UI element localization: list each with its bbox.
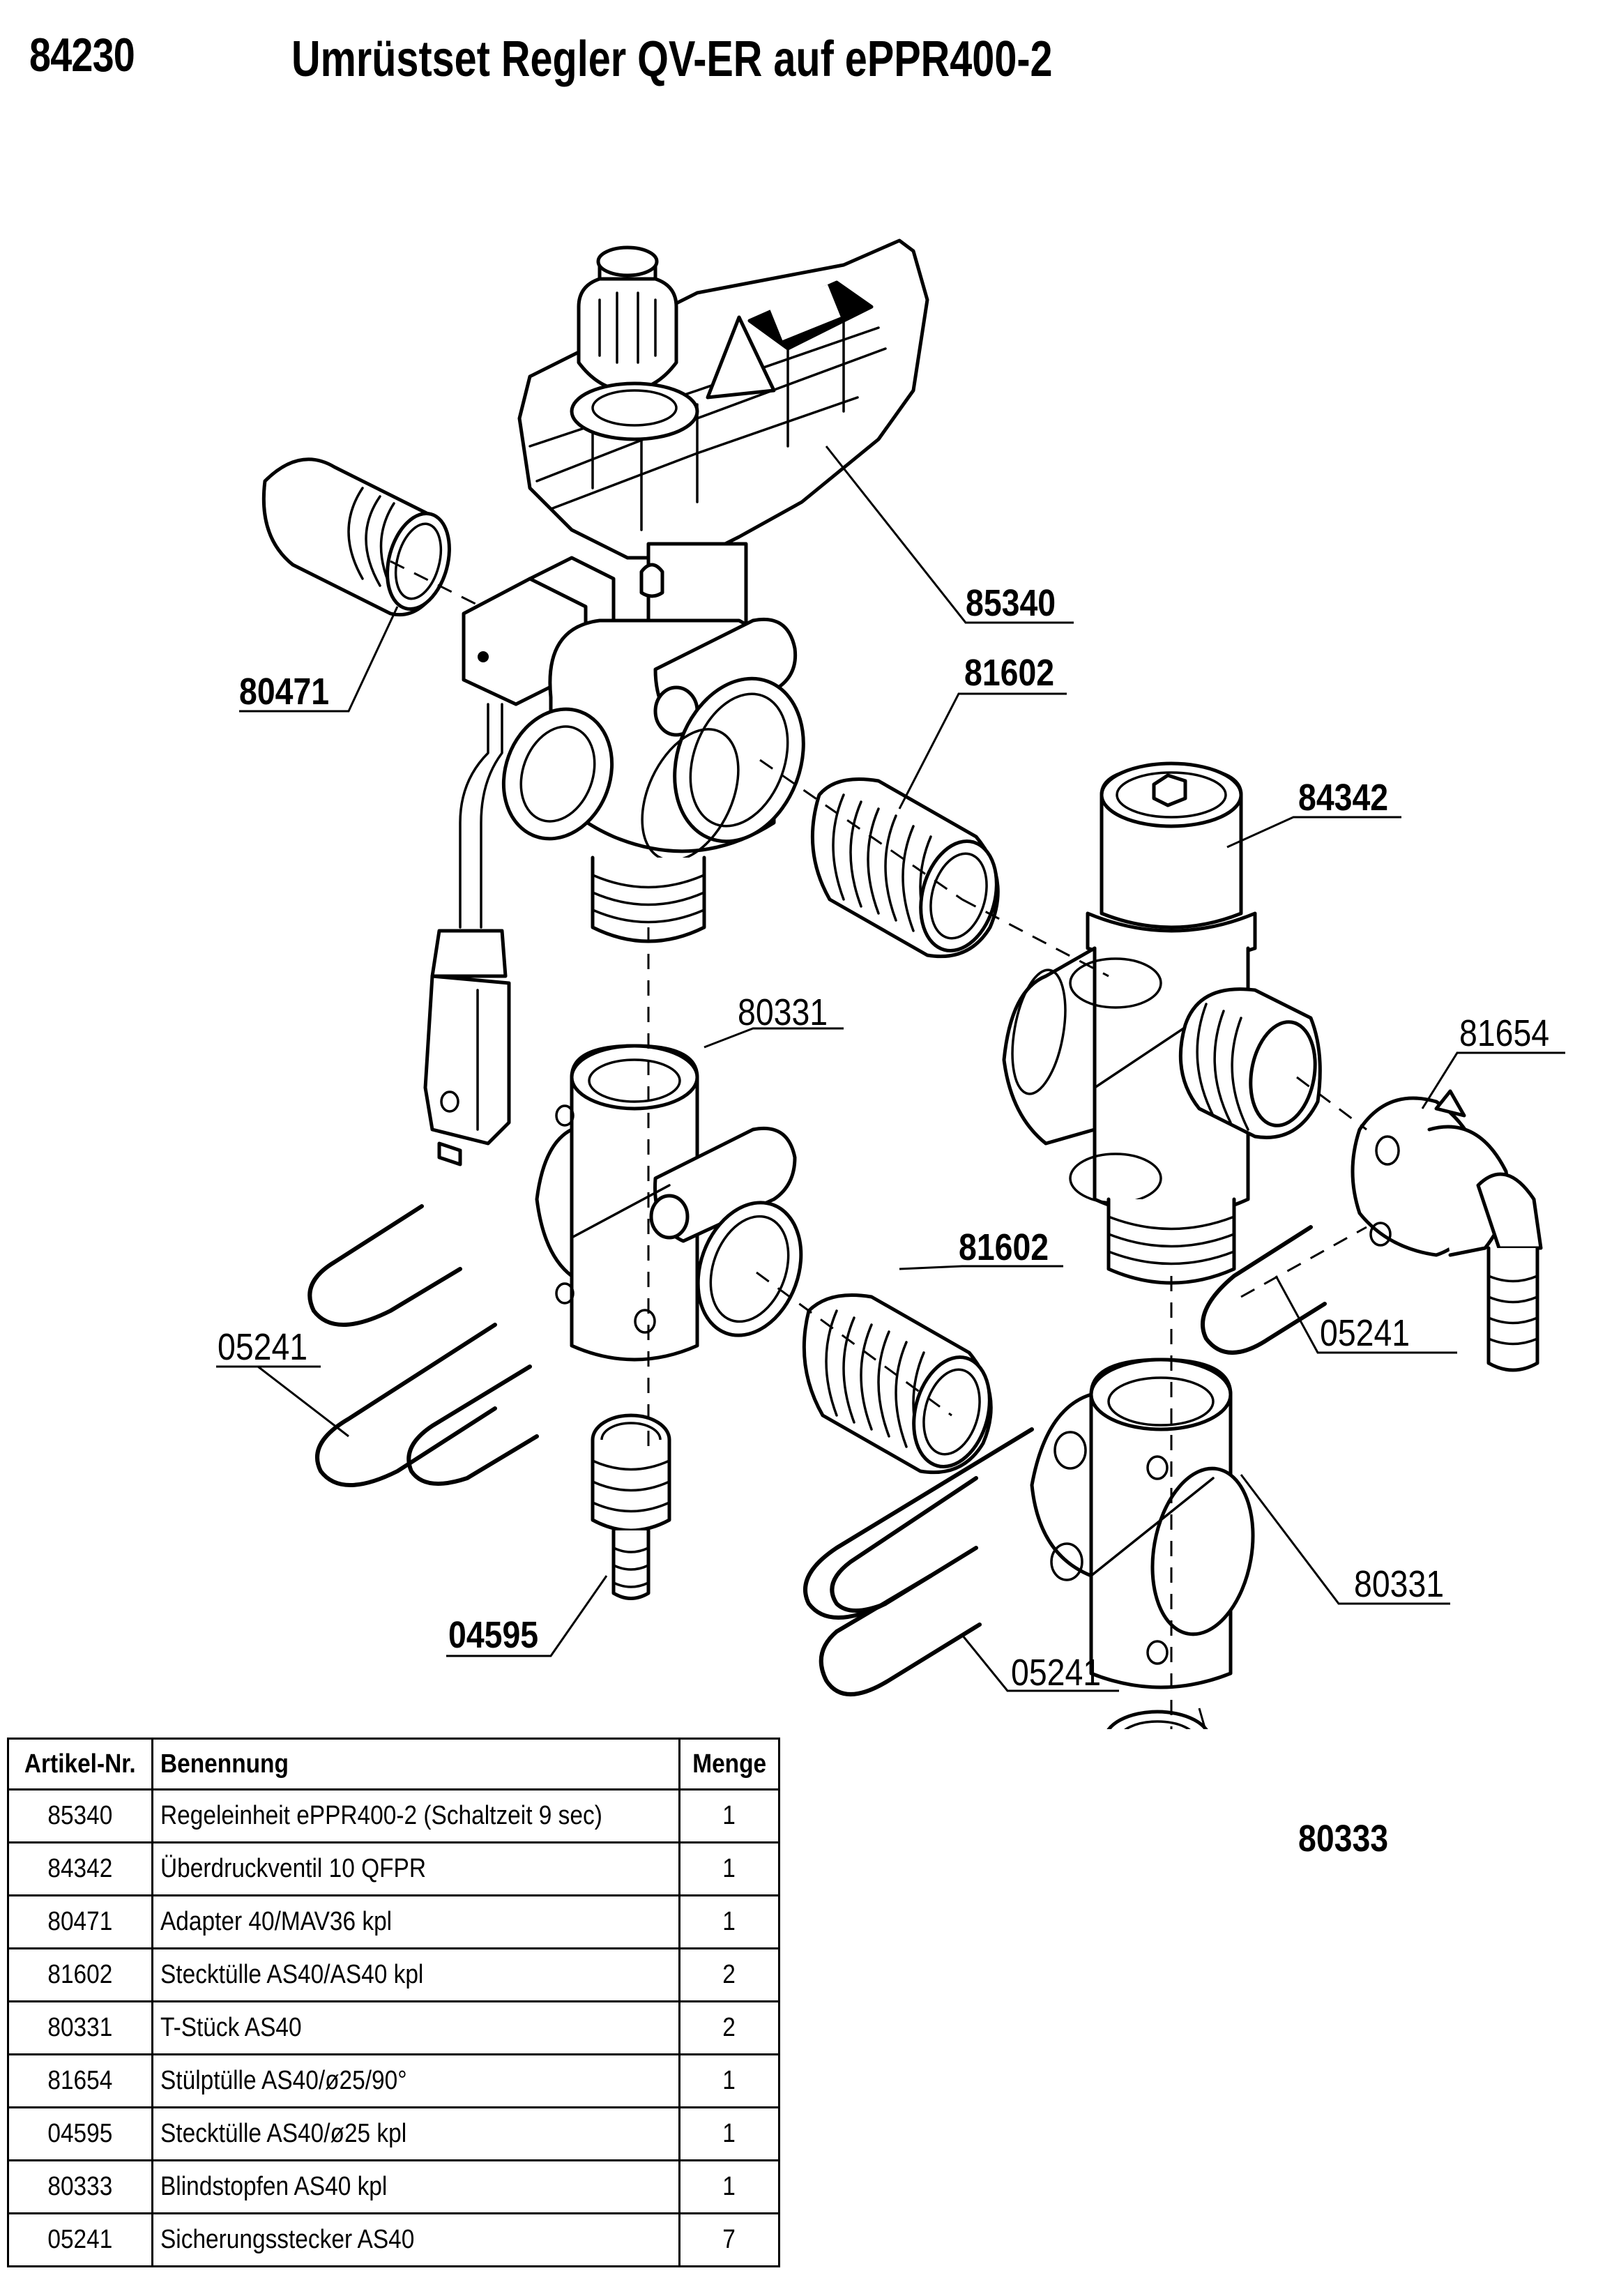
- column-header-description: Benennung: [151, 1738, 680, 1791]
- cell-article-no: 80331: [7, 2000, 153, 2055]
- callout-05241-right: 05241: [1320, 1312, 1410, 1354]
- cell-article-no: 80333: [7, 2159, 153, 2214]
- callout-84342: 84342: [1298, 777, 1389, 819]
- callout-80471: 80471: [239, 671, 330, 713]
- callout-80331-bottom: 80331: [1354, 1563, 1445, 1605]
- part-81602-coupling-top: [810, 777, 1000, 959]
- cell-quantity: 2: [678, 2000, 781, 2055]
- table-row: 81654 Stülptülle AS40/ø25/90° 1: [7, 2053, 781, 2108]
- table-row: 84342 Überdruckventil 10 QFPR 1: [7, 1841, 781, 1896]
- table-row: 81602 Stecktülle AS40/AS40 kpl 2: [7, 1947, 781, 2002]
- cell-description: Adapter 40/MAV36 kpl: [151, 1894, 680, 1949]
- cell-description: Stecktülle AS40/AS40 kpl: [151, 1947, 680, 2002]
- column-header-article-no: Artikel-Nr.: [7, 1738, 153, 1791]
- cell-description: Blindstopfen AS40 kpl: [151, 2159, 680, 2214]
- cell-quantity: 1: [678, 2053, 781, 2108]
- cell-description: Regeleinheit ePPR400-2 (Schaltzeit 9 sec…: [151, 1788, 680, 1843]
- table-header-row: Artikel-Nr. Benennung Menge: [7, 1738, 781, 1791]
- part-81602-coupling-mid: [802, 1293, 993, 1475]
- cell-description: Überdruckventil 10 QFPR: [151, 1841, 680, 1896]
- cell-description: Stülptülle AS40/ø25/90°: [151, 2053, 680, 2108]
- assembly-axes: [390, 560, 1367, 1729]
- parts-list-table: Artikel-Nr. Benennung Menge 85340 Regele…: [7, 1738, 781, 2267]
- cell-quantity: 1: [678, 2159, 781, 2214]
- callout-04595: 04595: [448, 1614, 539, 1656]
- part-80331-tee-upper: [535, 1044, 803, 1362]
- part-80333-blind-plug: [1106, 1710, 1208, 1729]
- kit-number: 84230: [29, 29, 135, 82]
- table-row: 80471 Adapter 40/MAV36 kpl 1: [7, 1894, 781, 1949]
- table-row: 80333 Blindstopfen AS40 kpl 1: [7, 2159, 781, 2214]
- part-80331-tee-lower: [1030, 1358, 1255, 1689]
- part-upper-valve-body: [501, 617, 805, 943]
- part-81654-elbow: [1351, 1089, 1543, 1372]
- callout-81602-top: 81602: [964, 652, 1055, 694]
- column-header-quantity: Menge: [678, 1738, 781, 1791]
- cell-article-no: 05241: [7, 2212, 153, 2267]
- cell-quantity: 2: [678, 1947, 781, 2002]
- part-80471-adapter: [261, 457, 451, 617]
- cell-description: T-Stück AS40: [151, 2000, 680, 2055]
- table-row: 80331 T-Stück AS40 2: [7, 2000, 781, 2055]
- cell-quantity: 1: [678, 1894, 781, 1949]
- table-row: 04595 Stecktülle AS40/ø25 kpl 1: [7, 2106, 781, 2161]
- part-84342-relief-valve: [1002, 761, 1322, 1285]
- part-85340-actuator: [517, 238, 929, 644]
- callout-85340: 85340: [966, 582, 1056, 624]
- callout-05241-bottom: 05241: [1011, 1652, 1102, 1694]
- cell-article-no: 80471: [7, 1894, 153, 1949]
- cell-quantity: 1: [678, 1841, 781, 1896]
- table-row: 85340 Regeleinheit ePPR400-2 (Schaltzeit…: [7, 1788, 781, 1843]
- cell-quantity: 1: [678, 1788, 781, 1843]
- page-title: Umrüstset Regler QV-ER auf ePPR400-2: [291, 31, 1053, 87]
- cell-article-no: 04595: [7, 2106, 153, 2161]
- cell-article-no: 81654: [7, 2053, 153, 2108]
- cell-description: Sicherungsstecker AS40: [151, 2212, 680, 2267]
- callout-81654: 81654: [1459, 1012, 1550, 1054]
- callout-80331-top: 80331: [738, 991, 828, 1033]
- cell-description: Stecktülle AS40/ø25 kpl: [151, 2106, 680, 2161]
- part-04595-hose-tail: [591, 1413, 671, 1600]
- callout-05241-left: 05241: [218, 1326, 308, 1368]
- table-row: 05241 Sicherungsstecker AS40 7: [7, 2212, 781, 2267]
- cell-quantity: 1: [678, 2106, 781, 2161]
- cell-quantity: 7: [678, 2212, 781, 2267]
- leader-lines: [216, 446, 1565, 1729]
- callout-81602-mid: 81602: [959, 1226, 1049, 1268]
- cell-article-no: 85340: [7, 1788, 153, 1843]
- callout-80333: 80333: [1298, 1818, 1389, 1860]
- part-05241-clips: [307, 1204, 1327, 1696]
- cell-article-no: 84342: [7, 1841, 153, 1896]
- cell-article-no: 81602: [7, 1947, 153, 2002]
- exploded-view-diagram: [216, 238, 1565, 1729]
